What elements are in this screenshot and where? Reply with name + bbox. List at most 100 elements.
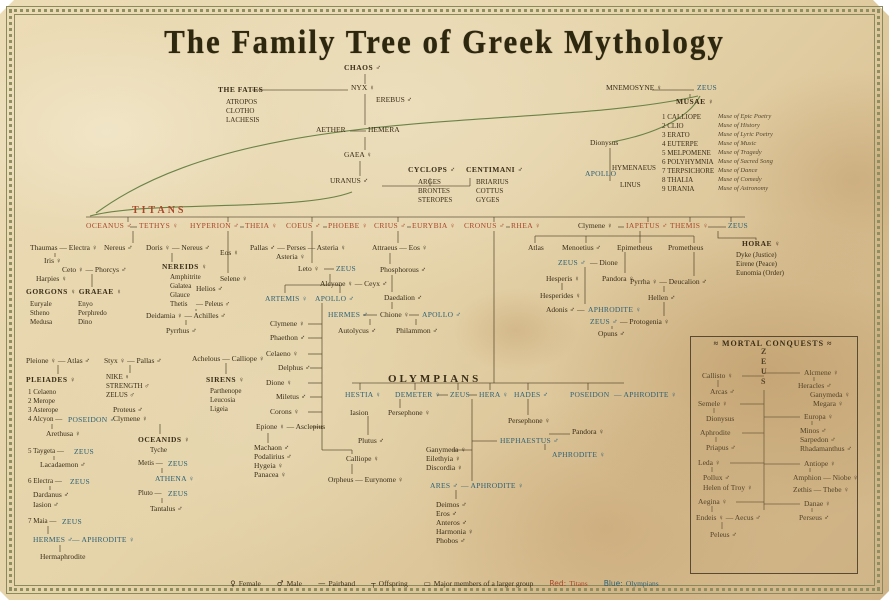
person-zelus: ZELUS ♂ xyxy=(106,391,135,399)
person-8-thalia: 8 THALIA xyxy=(662,176,694,184)
person-thetis: Thetis xyxy=(170,300,188,308)
person-iasion: Iasion xyxy=(350,408,369,417)
person-dione: — Dione xyxy=(590,258,618,267)
person-peleus: — Peleus ♂ xyxy=(196,300,231,308)
mortal-conquests-title: ≈ MORTAL CONQUESTS ≈ xyxy=(713,339,833,348)
person-clymene: Clymene ♀ xyxy=(113,414,148,423)
person-poseidon: POSEIDON xyxy=(570,390,610,399)
person-iasion: Iasion ♂ xyxy=(33,500,59,509)
person-perphredo: Perphredo xyxy=(78,309,107,317)
person-musae: MUSAE ♀ xyxy=(676,97,715,106)
person-5-melpomene: 5 MELPOMENE xyxy=(662,149,711,157)
person-gaea: GAEA ♀ xyxy=(344,150,372,159)
person-hestia: HESTIA ♀ xyxy=(345,390,382,399)
person-amphion-niobe: Amphion — Niobe ♀ xyxy=(793,473,859,482)
person-priapus: Priapus ♂ xyxy=(706,443,736,452)
person-dardanus: Dardanus ♂ xyxy=(33,490,70,499)
person-pyrrhus: Pyrrhus ♂ xyxy=(166,326,197,335)
person-persephone: Persephone ♀ xyxy=(508,416,551,425)
person-lacadaemon: Lacadaemon ♂ xyxy=(40,460,86,469)
person-muse-of-astronomy: Muse of Astronomy xyxy=(718,185,769,192)
person-titans: TITANS xyxy=(132,205,187,216)
person-stheno: Stheno xyxy=(30,309,50,317)
person-achelous-calliope: Achelous — Calliope ♀ xyxy=(192,354,265,363)
person-rhea: RHEA ♀ xyxy=(511,221,541,230)
person-podalirius: Podalirius ♂ xyxy=(254,452,292,461)
legend-label: Major members of a larger group xyxy=(433,579,534,588)
person-danae: Danae ♀ xyxy=(804,499,831,508)
person-autolycus: Autolycus ♂ xyxy=(338,326,377,335)
person-6-electra: 6 Electra — xyxy=(28,477,62,485)
person-1-calliope: 1 CALLIOPE xyxy=(662,113,702,121)
person-pluto: Pluto — xyxy=(138,489,162,497)
person-nyx: NYX ♀ xyxy=(351,83,375,92)
person-muse-of-sacred-song: Muse of Sacred Song xyxy=(718,158,773,165)
person-e: E xyxy=(761,357,768,366)
person-ganymeda: Ganymeda ♀ xyxy=(810,390,850,399)
person-proteus: Proteus ♂ xyxy=(113,405,143,414)
person-phoebe: PHOEBE ♀ xyxy=(328,221,368,230)
person-discordia: Discordia ♀ xyxy=(426,463,463,472)
person-prometheus: Prometheus xyxy=(668,243,704,252)
person-calliope: Calliope ♀ xyxy=(346,454,379,463)
person-leda: Leda ♀ xyxy=(698,458,721,467)
legend-symbol: — xyxy=(317,579,326,588)
person-parthenope: Parthenope xyxy=(210,387,242,395)
person-megara: Megara ♀ xyxy=(813,399,844,408)
person-olympians: OLYMPIANS xyxy=(388,373,482,385)
person-atlas: Atlas xyxy=(528,243,544,252)
person-zeus: ZEUS xyxy=(168,489,188,498)
person-selene: Selene ♀ xyxy=(220,274,248,283)
person-aphrodite: Aphrodite xyxy=(700,428,731,437)
person-persephone: Persephone ♀ xyxy=(388,408,431,417)
legend-symbol: Red: xyxy=(549,579,567,588)
person-pleiades: PLEIADES ♀ xyxy=(26,375,77,384)
person-3-asterope: 3 Asterope xyxy=(28,406,59,414)
person-clymene: Clymene ♀ xyxy=(578,221,613,230)
person-oceanids: OCEANIDS ♀ xyxy=(138,435,191,444)
person-hesperis: Hesperis ♀ xyxy=(546,274,580,283)
person-clotho: CLOTHO xyxy=(226,107,255,115)
person-muse-of-tragedy: Muse of Tragedy xyxy=(718,149,762,156)
person-rhadamanthus: Rhadamanthus ♂ xyxy=(800,444,853,453)
person-amphitrite: Amphitrite xyxy=(170,273,201,281)
person-phaethon: Phaethon ♂ xyxy=(270,333,306,342)
person-corons: Corons ♀ xyxy=(270,407,300,416)
person-horae: HORAE ♀ xyxy=(742,239,781,248)
person-arethusa: Arethusa ♀ xyxy=(46,429,81,438)
person-iris: Iris ♀ xyxy=(44,256,62,265)
person-muse-of-history: Muse of History xyxy=(718,122,760,129)
person-tethys: TETHYS ♀ xyxy=(139,221,179,230)
person-briarius: BRIARIUS xyxy=(476,178,509,186)
person-eros: Eros ♂ xyxy=(436,509,458,518)
person-heracles: Heracles ♂ xyxy=(798,381,832,390)
person-4-euterpe: 4 EUTERPE xyxy=(662,140,698,148)
person-panacea: Panacea ♀ xyxy=(254,470,287,479)
legend-label: Titans xyxy=(569,579,588,588)
person-epione-asclepius: Epione ♀ — Asclepius xyxy=(256,422,326,431)
person-uranus: URANUS ♂ xyxy=(330,176,369,185)
person-theia: THEIA ♀ xyxy=(245,221,278,230)
person-eurybia: EURYBIA ♀ xyxy=(412,221,456,230)
person-medusa: Medusa xyxy=(30,318,53,326)
person-deimos: Deimos ♂ xyxy=(436,500,467,509)
person-hygeia: Hygeia ♀ xyxy=(254,461,284,470)
person-protogenia: — Protogenia ♀ xyxy=(620,317,670,326)
person-zeus: ZEUS xyxy=(450,390,470,399)
person-doris-nereus: Doris ♀ — Nereus ♂ xyxy=(146,243,211,252)
person-adonis: Adonis ♂ — xyxy=(546,305,585,314)
person-hermes: HERMES ♂ xyxy=(328,310,369,319)
person-zeus: ZEUS xyxy=(70,477,90,486)
person-phosphorous: Phosphorous ♂ xyxy=(380,265,427,274)
person-themis: THEMIS ♀ xyxy=(670,221,709,230)
person-arges: ARGES xyxy=(418,178,441,186)
person-nike: NIKE ♀ xyxy=(106,373,130,381)
person-aether: AETHER xyxy=(316,125,346,134)
person-celaeno: Celaeno ♀ xyxy=(266,349,299,358)
person-hyperion: HYPERION ♂ xyxy=(190,221,240,230)
person-chaos: CHAOS ♂ xyxy=(344,63,382,72)
person-u: U xyxy=(761,367,768,376)
page-curl-bottom-right xyxy=(880,591,889,600)
person-zeus: ZEUS xyxy=(62,517,82,526)
